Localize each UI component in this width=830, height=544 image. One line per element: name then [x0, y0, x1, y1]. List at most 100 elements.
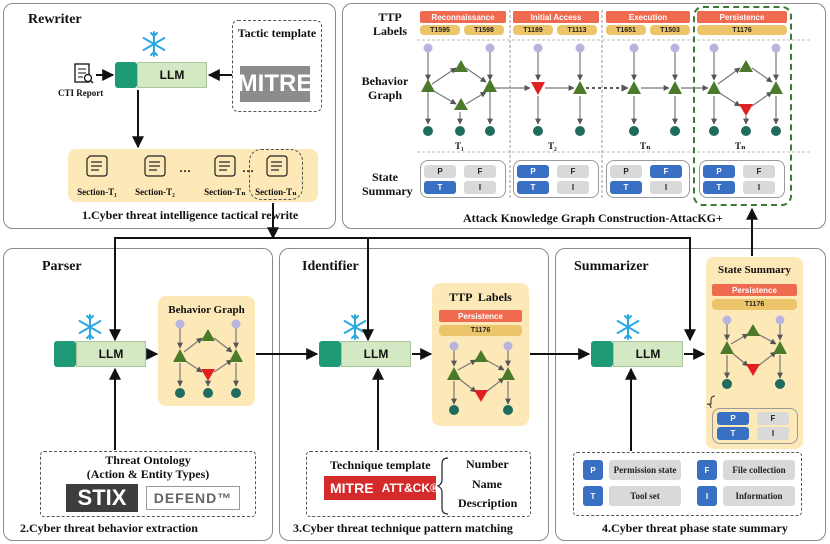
- section-tn-label: Section-Tₙ: [204, 187, 246, 197]
- summarizer-technique-tag: T1176: [712, 299, 797, 310]
- parser-llm-block: LLM: [54, 341, 146, 367]
- tactic-tag-persistence: Persistence: [697, 11, 787, 23]
- state-cell-t: T: [703, 181, 735, 194]
- state-cell-p: P: [717, 412, 749, 425]
- state-cell-i: I: [464, 181, 496, 194]
- state-cell-t: T: [717, 427, 749, 440]
- state-box-3: [606, 160, 690, 198]
- tactic-tag-execution: Execution: [606, 11, 690, 23]
- technique-template-box: [306, 451, 531, 517]
- defend-logo-text: DEFEND™: [153, 490, 233, 506]
- tactic-tag-initial-access: Initial Access: [513, 11, 599, 23]
- legend-label: Tool set: [609, 486, 681, 506]
- llm-label: LLM: [341, 341, 411, 367]
- state-box-1: [420, 160, 506, 198]
- technique-tag: T1113: [557, 25, 597, 35]
- state-cell-f: F: [743, 165, 775, 178]
- legend-label: File collection: [723, 460, 795, 480]
- technique-tag: T1176: [697, 25, 787, 35]
- technique-tag: T1503: [650, 25, 690, 35]
- openai-icon: [591, 341, 613, 367]
- state-cell-p: P: [610, 165, 642, 178]
- parser-caption: 2.Cyber threat behavior extraction: [20, 521, 198, 535]
- field-description: Description: [458, 496, 518, 510]
- rewriter-caption: 1.Cyber threat intelligence tactical rew…: [82, 208, 299, 222]
- section-tn-final-label: Section-Tₙ: [255, 187, 297, 197]
- identifier-title: Identifier: [302, 259, 359, 274]
- identifier-ttp-label: TTP Labels: [449, 290, 512, 304]
- defend-logo: DEFEND™: [146, 486, 240, 510]
- summarizer-state-cells-box: [712, 408, 798, 444]
- parser-behavior-graph-label: Behavior Graph: [168, 304, 245, 316]
- summarizer-llm-block: LLM: [591, 341, 683, 367]
- state-cell-i: I: [650, 181, 682, 194]
- tactic-tag-reconnaissance: Reconnaissance: [420, 11, 506, 23]
- ontology-line1: Threat Ontology: [105, 453, 191, 467]
- state-cell-p: P: [517, 165, 549, 178]
- technique-tag: T1189: [513, 25, 553, 35]
- rewriter-llm-block: LLM: [115, 62, 207, 88]
- state-summary-row-label: State Summary: [362, 170, 413, 198]
- ontology-line2: (Action & Entity Types): [86, 467, 210, 481]
- state-cell-p: P: [424, 165, 456, 178]
- identifier-llm-block: LLM: [319, 341, 411, 367]
- state-box-4: [699, 160, 785, 198]
- state-cell-f: F: [757, 412, 789, 425]
- openai-icon: [54, 341, 76, 367]
- state-cell-t: T: [517, 181, 549, 194]
- state-cell-t: T: [610, 181, 642, 194]
- state-cell-f: F: [557, 165, 589, 178]
- technique-tag: T1595: [420, 25, 460, 35]
- state-cell-t: T: [424, 181, 456, 194]
- state-cell-i: I: [743, 181, 775, 194]
- sections-ellipsis-2: …: [242, 161, 254, 175]
- rewriter-title: Rewriter: [28, 12, 82, 27]
- llm-label: LLM: [613, 341, 683, 367]
- tn-label: Tₙ: [640, 141, 651, 151]
- summarizer-caption: 4.Cyber threat phase state summary: [602, 521, 788, 535]
- llm-label: LLM: [76, 341, 146, 367]
- tn-final-label: Tₙ: [735, 141, 746, 151]
- section-t1-label: Section-T₁: [77, 187, 117, 197]
- mitre-logo: MITRE: [237, 66, 313, 102]
- field-name: Name: [472, 477, 502, 491]
- tactic-template-text: Tactic template: [237, 26, 317, 40]
- summarizer-state-label: State Summary: [717, 264, 792, 276]
- openai-icon: [115, 62, 137, 88]
- stix-logo: STIX: [66, 484, 138, 512]
- threat-ontology-box: [40, 451, 256, 517]
- state-box-2: [513, 160, 599, 198]
- identifier-technique-tag: T1176: [439, 325, 522, 336]
- legend-label: Permission state: [609, 460, 681, 480]
- legend-key-t: T: [583, 486, 603, 506]
- state-cell-p: P: [703, 165, 735, 178]
- parser-title: Parser: [42, 259, 82, 274]
- tactic-template-label: Tactic template: [232, 26, 322, 41]
- legend-key-i: I: [697, 486, 717, 506]
- state-cell-f: F: [650, 165, 682, 178]
- attck-logo-text: ATT&CK®: [381, 481, 439, 495]
- t2-label: T₂: [548, 141, 557, 151]
- section-t2-label: Section-T₂: [135, 187, 175, 197]
- tactic-template-box: [232, 20, 322, 112]
- openai-icon: [319, 341, 341, 367]
- behavior-graph-row-label: Behavior Graph: [361, 74, 409, 102]
- state-legend-box: [573, 452, 802, 516]
- attackkg-caption: Attack Knowledge Graph Construction-Atta…: [463, 211, 723, 225]
- mitre-logo-text: MITRE: [237, 70, 313, 97]
- sections-ellipsis: …: [179, 161, 191, 175]
- ttp-labels-row-label: TTP Labels: [372, 10, 407, 38]
- field-number: Number: [466, 457, 509, 471]
- t1-label: T₁: [455, 141, 464, 151]
- legend-label: Information: [723, 486, 795, 506]
- legend-key-p: P: [583, 460, 603, 480]
- state-cell-i: I: [757, 427, 789, 440]
- summarizer-title: Summarizer: [574, 259, 649, 274]
- technique-template-label: Technique template: [330, 458, 431, 472]
- technique-tag: T1651: [606, 25, 646, 35]
- mitre-attck-logo: MITRE ATT&CK®: [324, 476, 439, 500]
- llm-label: LLM: [137, 62, 207, 88]
- identifier-tactic-tag: Persistence: [439, 310, 522, 322]
- cti-report-label: CTI Report: [58, 88, 104, 98]
- state-cell-f: F: [464, 165, 496, 178]
